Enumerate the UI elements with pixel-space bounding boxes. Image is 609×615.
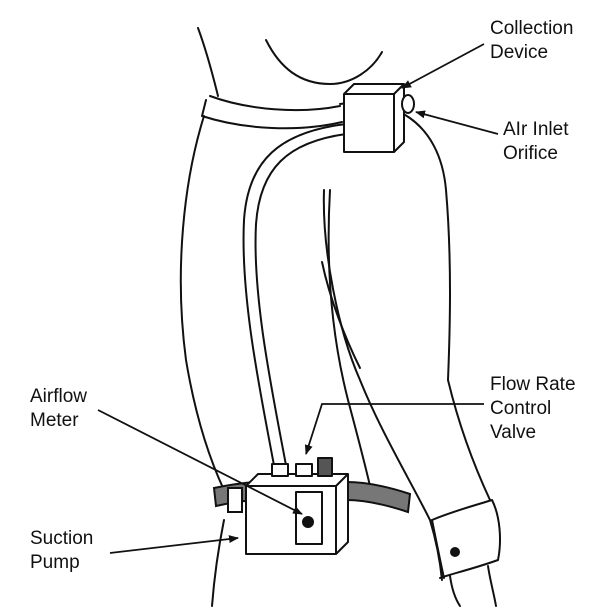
collection-device-label: Collection Device [490,17,573,65]
neck-outline [197,27,219,97]
label-line: AIr Inlet [503,119,569,140]
sampling-tube-inner [254,133,347,477]
flow-rate-arrow [304,403,484,455]
label-line: Device [490,42,549,63]
air-inlet-orifice-label: AIr Inlet Orifice [503,118,568,166]
inner-arm-line [321,261,361,369]
collection-device-box [343,83,415,153]
hip-outline [211,519,225,607]
label-line: Control [490,398,552,419]
airflow-meter-arrow [97,409,303,515]
label-line: Collection [490,18,574,39]
hand-outline-2 [487,565,497,607]
collection-device-arrow [401,43,485,89]
collar-band [201,99,343,130]
suction-pump-body [245,457,349,555]
cuff-outline [431,499,501,579]
sampling-tube [242,123,347,477]
label-line: Valve [490,422,537,443]
air-inlet-arrow [415,110,499,135]
chin-outline [265,39,383,85]
label-line: Pump [30,552,80,573]
label-line: Suction [30,528,94,549]
torso-front-outline [327,189,371,487]
hand-outline [449,575,461,607]
cuff-button [450,547,460,557]
label-line: Meter [30,410,79,431]
label-line: Flow Rate [490,374,576,395]
airflow-meter-label: Airflow Meter [30,385,87,433]
arm-back-outline [447,379,491,501]
suction-pump-label: Suction Pump [30,527,93,575]
label-line: Airflow [30,386,88,407]
flow-rate-control-valve-label: Flow Rate Control Valve [490,373,576,445]
cuff-seam [431,519,445,579]
suction-pump-arrow [109,535,239,554]
collar-outline [209,95,341,112]
label-line: Orifice [503,143,558,164]
torso-back-outline [179,115,225,491]
